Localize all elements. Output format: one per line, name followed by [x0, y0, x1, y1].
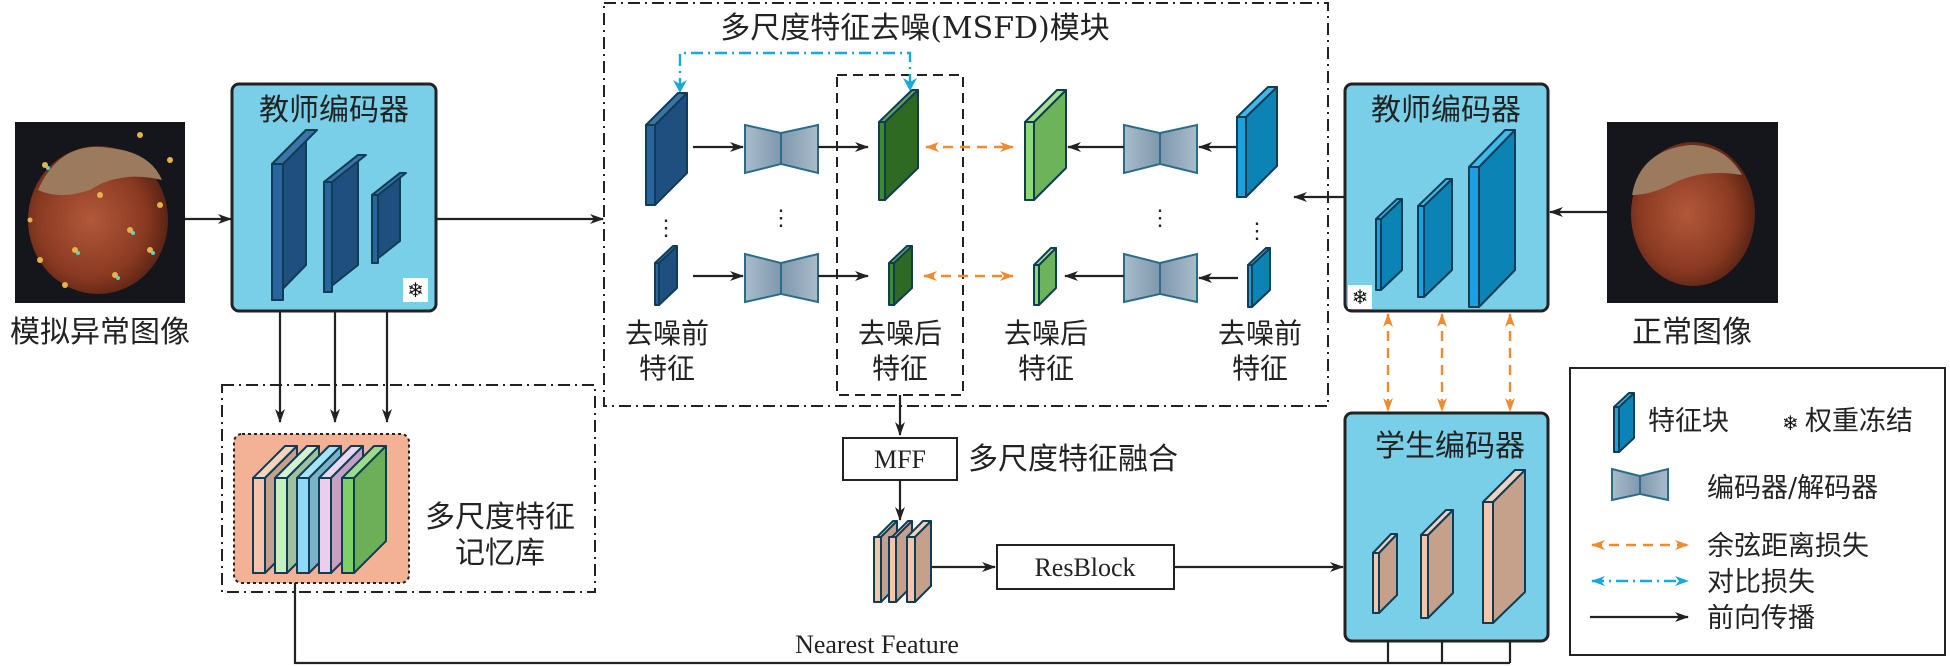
before-denoise-label-right: 去噪前	[1218, 317, 1302, 350]
before-denoise-label-left: 去噪前	[625, 317, 709, 350]
msfd-title: 多尺度特征去噪(MSFD)模块	[720, 11, 1110, 46]
svg-text:❄: ❄	[407, 278, 424, 302]
after-denoise-label-left: 去噪后	[858, 317, 942, 350]
teacher-encoder-right: 教师编码器 ❄	[1343, 82, 1550, 313]
snowflake-icon: ❄	[403, 278, 428, 302]
encoder-decoder-left	[744, 123, 819, 304]
legend-frozen-weights: 权重冻结	[1805, 406, 1913, 437]
svg-text:❄: ❄	[1352, 285, 1369, 309]
feature-block-denoised-right	[1024, 89, 1067, 306]
student-encoder-title: 学生编码器	[1375, 429, 1525, 464]
after-denoise-label-right-2: 特征	[1018, 352, 1074, 385]
feature-block-before-left	[645, 92, 688, 306]
cosine-loss-teacher-student	[1383, 313, 1515, 412]
legend-cosine-loss: 余弦距离损失	[1707, 531, 1869, 562]
feature-block-denoised-left	[878, 89, 919, 306]
teacher-encoder-right-title: 教师编码器	[1371, 93, 1521, 128]
ellipsis: ⋮	[1246, 219, 1268, 244]
contrastive-loss-arrow	[678, 51, 912, 90]
memory-bank: 多尺度特征 记忆库	[221, 384, 596, 593]
legend: 特征块 ❄ 权重冻结 编码器/解码器 余弦距离损失 对比损失 前向传播	[1569, 367, 1946, 656]
feature-block-before-right	[1236, 86, 1278, 308]
anomaly-image-label: 模拟异常图像	[10, 315, 190, 350]
before-denoise-label-left-2: 特征	[639, 352, 695, 385]
memory-bank-label-line1: 多尺度特征	[425, 500, 575, 535]
legend-snowflake-icon: ❄	[1782, 411, 1799, 435]
after-denoise-label-right: 去噪后	[1004, 317, 1088, 350]
legend-encoder-decoder: 编码器/解码器	[1707, 473, 1878, 504]
teacher-encoder-left: 教师编码器 ❄	[230, 82, 438, 313]
after-denoise-label-left-2: 特征	[872, 352, 928, 385]
normal-image	[1607, 122, 1778, 303]
mff-box: MFF	[842, 437, 958, 481]
mff-label: MFF	[874, 445, 926, 474]
legend-encoder-decoder-icon	[1611, 467, 1669, 502]
student-encoder: 学生编码器	[1343, 411, 1550, 643]
legend-feature-block-icon	[1613, 392, 1635, 453]
before-denoise-label-right-2: 特征	[1232, 352, 1288, 385]
encoder-decoder-right	[1123, 123, 1198, 304]
mff-description: 多尺度特征融合	[968, 442, 1178, 477]
resblock-box: ResBlock	[996, 544, 1175, 590]
msfd-module: 多尺度特征去噪(MSFD)模块 ⋮ ⋮	[603, 2, 1329, 407]
nearest-feature-label: Nearest Feature	[795, 630, 959, 659]
resblock-label: ResBlock	[1034, 553, 1135, 582]
legend-feature-block: 特征块	[1648, 406, 1729, 437]
anomaly-image	[15, 122, 185, 303]
memory-bank-label-line2: 记忆库	[455, 536, 545, 571]
legend-forward: 前向传播	[1707, 603, 1815, 634]
ellipsis: ⋮	[770, 206, 792, 231]
nearest-feature-stack	[873, 520, 932, 603]
teacher-to-memory-arrows	[275, 311, 392, 423]
ellipsis: ⋮	[655, 216, 677, 241]
normal-image-label: 正常图像	[1632, 315, 1752, 350]
teacher-encoder-left-title: 教师编码器	[259, 93, 409, 128]
snowflake-icon: ❄	[1348, 285, 1372, 309]
legend-contrastive-loss: 对比损失	[1707, 567, 1815, 598]
ellipsis: ⋮	[1149, 206, 1171, 231]
